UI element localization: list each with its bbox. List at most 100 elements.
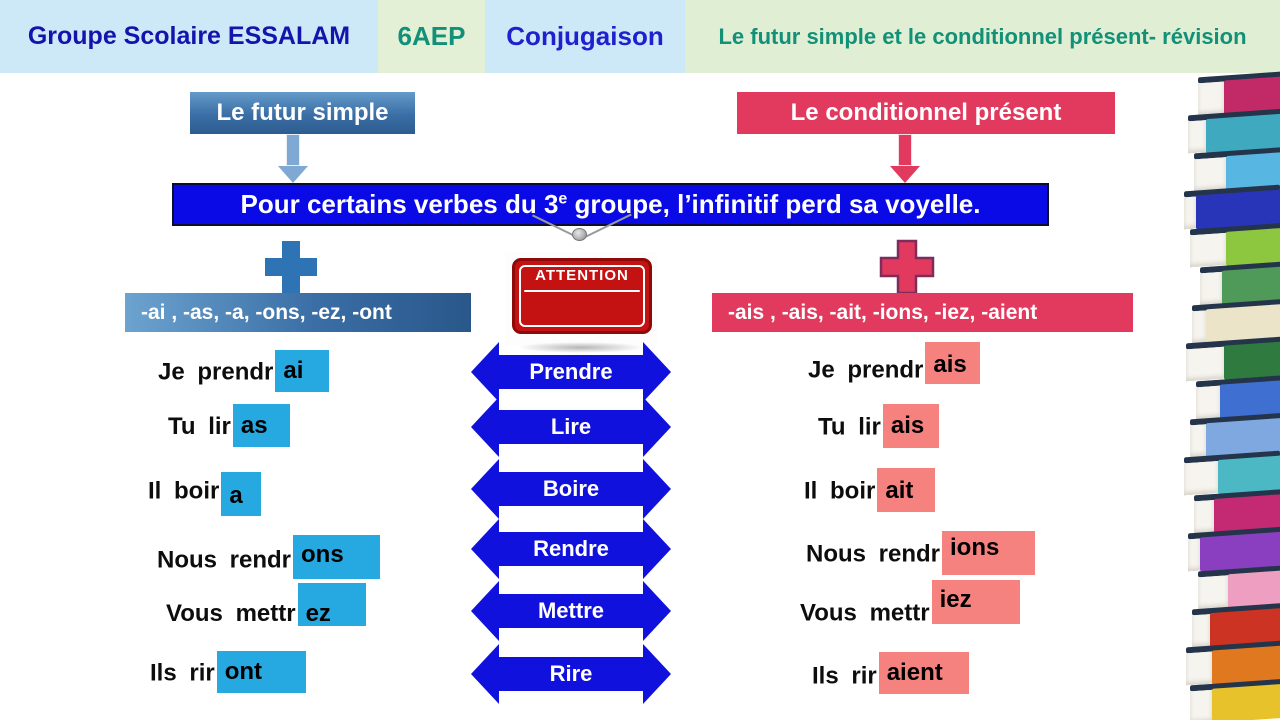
arrow-right-head [643, 581, 671, 641]
verb-arrow: Rendre [471, 519, 671, 579]
plus-icon [878, 238, 936, 296]
verb-stem: Tu lir [168, 412, 231, 440]
book [1196, 374, 1280, 420]
futur-endings-strip: -ai , -as, -a, -ons, -ez, -ont [125, 293, 471, 332]
futur-down-arrow-icon [278, 134, 308, 183]
arrow-left-head [471, 342, 499, 402]
verb-stem: Il boir [148, 477, 220, 505]
book [1194, 488, 1280, 534]
ending-highlight: ais [925, 342, 981, 384]
attention-panel: ATTENTION [512, 258, 652, 334]
arrow-head [890, 166, 920, 183]
arrow-head [278, 166, 308, 183]
ending-highlight: ions [942, 531, 1036, 575]
ending-highlight: as [232, 404, 290, 447]
futur-simple-box: Le futur simple [190, 92, 415, 134]
verb-stem: Je prendr [808, 356, 924, 384]
ending-highlight: ais [882, 404, 939, 448]
verb-stem: Nous rendr [157, 546, 292, 574]
subject-name: Conjugaison [485, 0, 685, 73]
verb-stem: Je prendr [158, 358, 274, 386]
verb-stem: Vous mettr [166, 599, 296, 627]
book [1188, 526, 1280, 572]
book [1190, 678, 1280, 720]
ending-highlight: ons [293, 535, 381, 579]
conditionnel-down-arrow-icon [890, 134, 920, 183]
verb-arrow: Mettre [471, 581, 671, 641]
grade-level: 6AEP [378, 0, 485, 73]
ending-highlight: aient [878, 652, 969, 694]
school-name: Groupe Scolaire ESSALAM [0, 0, 378, 73]
books-stack-image [1184, 70, 1280, 720]
book [1186, 336, 1280, 382]
verb-stem: Vous mettr [800, 599, 930, 627]
arrow-left-head [471, 519, 499, 579]
book [1188, 108, 1280, 154]
arrow-stem [286, 134, 300, 166]
verb-stem: Tu lir [818, 413, 881, 441]
verb-label: Prendre [498, 355, 644, 389]
arrow-left-head [471, 581, 499, 641]
book [1186, 640, 1280, 686]
sign-inner-frame [519, 265, 645, 327]
arrow-right-head [643, 519, 671, 579]
verb-label: Boire [498, 472, 644, 506]
arrow-right-head [643, 644, 671, 704]
verb-arrow: Lire [471, 397, 671, 457]
conditionnel-endings-strip: -ais , -ais, -ait, -ions, -iez, -aient [712, 293, 1133, 332]
verb-stem: Nous rendr [806, 540, 941, 568]
arrow-right-head [643, 459, 671, 519]
book [1198, 70, 1280, 116]
conditionnel-label: Le conditionnel présent [790, 99, 1062, 126]
ending-highlight: ont [216, 651, 306, 693]
arrow-left-head [471, 397, 499, 457]
sign-divider [524, 290, 640, 292]
verb-stem: Ils rir [150, 659, 215, 687]
book [1190, 222, 1280, 268]
book [1200, 260, 1280, 306]
arrow-left-head [471, 644, 499, 704]
book [1184, 184, 1280, 230]
verb-arrow: Rire [471, 644, 671, 704]
arrow-right-head [643, 342, 671, 402]
verb-stem: Ils rir [812, 662, 877, 690]
verb-label: Rendre [498, 532, 644, 566]
ending-highlight: a [221, 472, 262, 516]
arrow-right-head [643, 397, 671, 457]
ending-highlight: iez [931, 580, 1020, 624]
rule-banner: Pour certains verbes du 3e groupe, l’inf… [172, 183, 1049, 226]
verb-arrow: Prendre [471, 342, 671, 402]
rule-text: Pour certains verbes du 3e groupe, l’inf… [240, 189, 981, 219]
ending-highlight: ai [275, 350, 330, 392]
verb-label: Rire [498, 657, 644, 691]
book [1198, 564, 1280, 610]
arrow-stem [898, 134, 912, 166]
header-bar: Groupe Scolaire ESSALAM 6AEP Conjugaison… [0, 0, 1280, 73]
verb-arrow: Boire [471, 459, 671, 519]
attention-label: ATTENTION [535, 267, 629, 284]
sign-shadow [517, 342, 645, 353]
verb-label: Mettre [498, 594, 644, 628]
ending-highlight: ez [297, 583, 366, 626]
plus-icon [262, 238, 320, 296]
ending-highlight: ait [877, 468, 936, 512]
arrow-left-head [471, 459, 499, 519]
verb-label: Lire [498, 410, 644, 444]
book [1184, 450, 1280, 496]
futur-simple-label: Le futur simple [216, 99, 389, 126]
attention-sign: ATTENTION [503, 213, 659, 354]
verb-stem: Il boir [804, 477, 876, 505]
